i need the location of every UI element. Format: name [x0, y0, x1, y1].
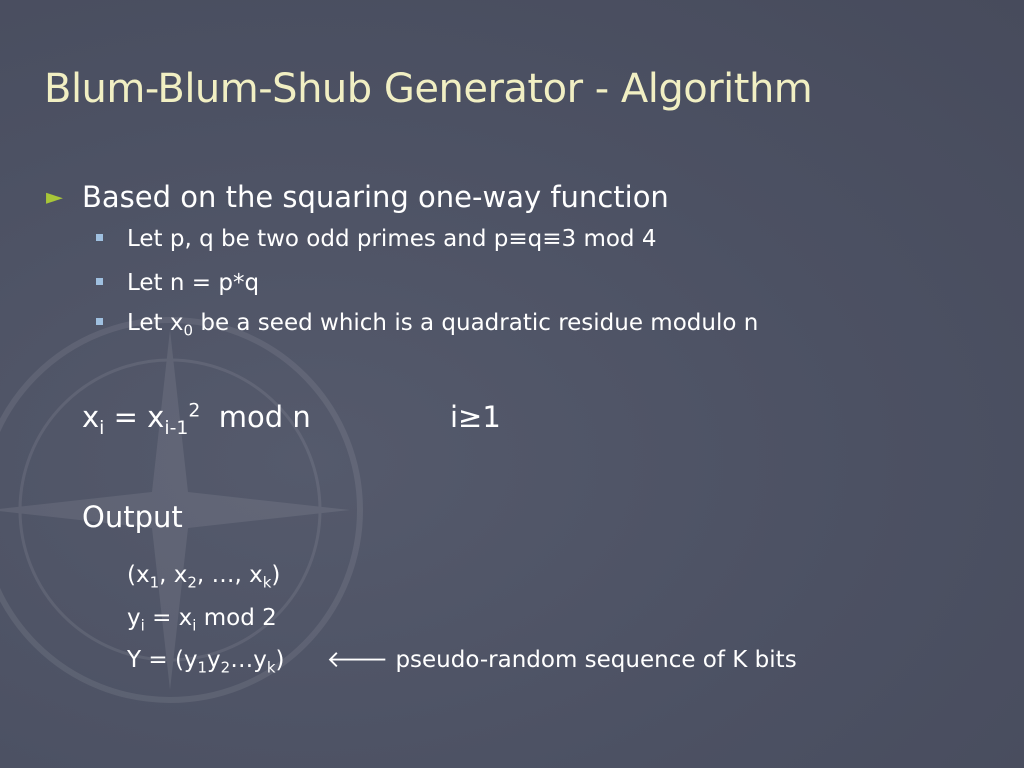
subscript: i [99, 417, 105, 439]
output-text: (x [127, 562, 150, 588]
output-note: 🡐 pseudo-random sequence of K bits [326, 647, 797, 673]
subscript: i [192, 616, 197, 635]
subscript: 0 [183, 321, 194, 340]
triangle-bullet-icon: ► [46, 185, 63, 210]
slide-title: Blum-Blum-Shub Generator - Algorithm [44, 66, 813, 112]
square-bullet-icon [96, 318, 103, 325]
output-bit-sequence: Y = (y1y2…yk) 🡐 pseudo-random sequence of… [127, 645, 797, 675]
equation-text: mod n [200, 400, 311, 434]
subscript: 1 [149, 573, 160, 592]
sub-bullet-text: Let p, q be two odd primes and p≡q≡3 mod… [127, 226, 657, 252]
subscript: 1 [197, 658, 208, 677]
equation-var: x [82, 400, 100, 434]
output-heading: Output [82, 500, 183, 534]
main-bullet: ► Based on the squaring one-way function [46, 180, 669, 214]
output-text: y [127, 605, 141, 631]
output-text: …y [230, 647, 267, 673]
output-text: Y = (y [127, 647, 198, 673]
recurrence-equation: xi = xi-12 mod n i≥1 [82, 400, 501, 438]
equation-text: = x [104, 400, 165, 434]
output-sequence: (x1, x2, …, xk) [127, 562, 281, 590]
subscript: k [262, 573, 272, 592]
subscript: i-1 [164, 417, 189, 439]
sub-bullet-text: Let x [127, 310, 184, 336]
subscript: k [266, 658, 276, 677]
main-bullet-text: Based on the squaring one-way function [82, 180, 669, 214]
subscript: 2 [220, 658, 231, 677]
output-text: mod 2 [196, 605, 277, 631]
output-text: , x [159, 562, 188, 588]
compass-watermark-icon [0, 317, 363, 703]
sub-bullet-text: Let n = p*q [127, 270, 260, 296]
square-bullet-icon [96, 278, 103, 285]
superscript: 2 [188, 400, 201, 422]
sub-bullet-seed: Let x0 be a seed which is a quadratic re… [96, 310, 759, 338]
equation-condition: i≥1 [450, 400, 501, 434]
subscript: i [140, 616, 145, 635]
output-bit-formula: yi = xi mod 2 [127, 605, 277, 633]
sub-bullet-modulus: Let n = p*q [96, 270, 259, 296]
output-text: y [207, 647, 221, 673]
square-bullet-icon [96, 234, 103, 241]
sub-bullet-primes: Let p, q be two odd primes and p≡q≡3 mod… [96, 226, 656, 252]
output-text: ) [271, 562, 281, 588]
output-text: ) [275, 647, 285, 673]
sub-bullet-text: be a seed which is a quadratic residue m… [193, 310, 759, 336]
output-text: , …, x [196, 562, 263, 588]
subscript: 2 [187, 573, 197, 592]
output-text: = x [144, 605, 193, 631]
